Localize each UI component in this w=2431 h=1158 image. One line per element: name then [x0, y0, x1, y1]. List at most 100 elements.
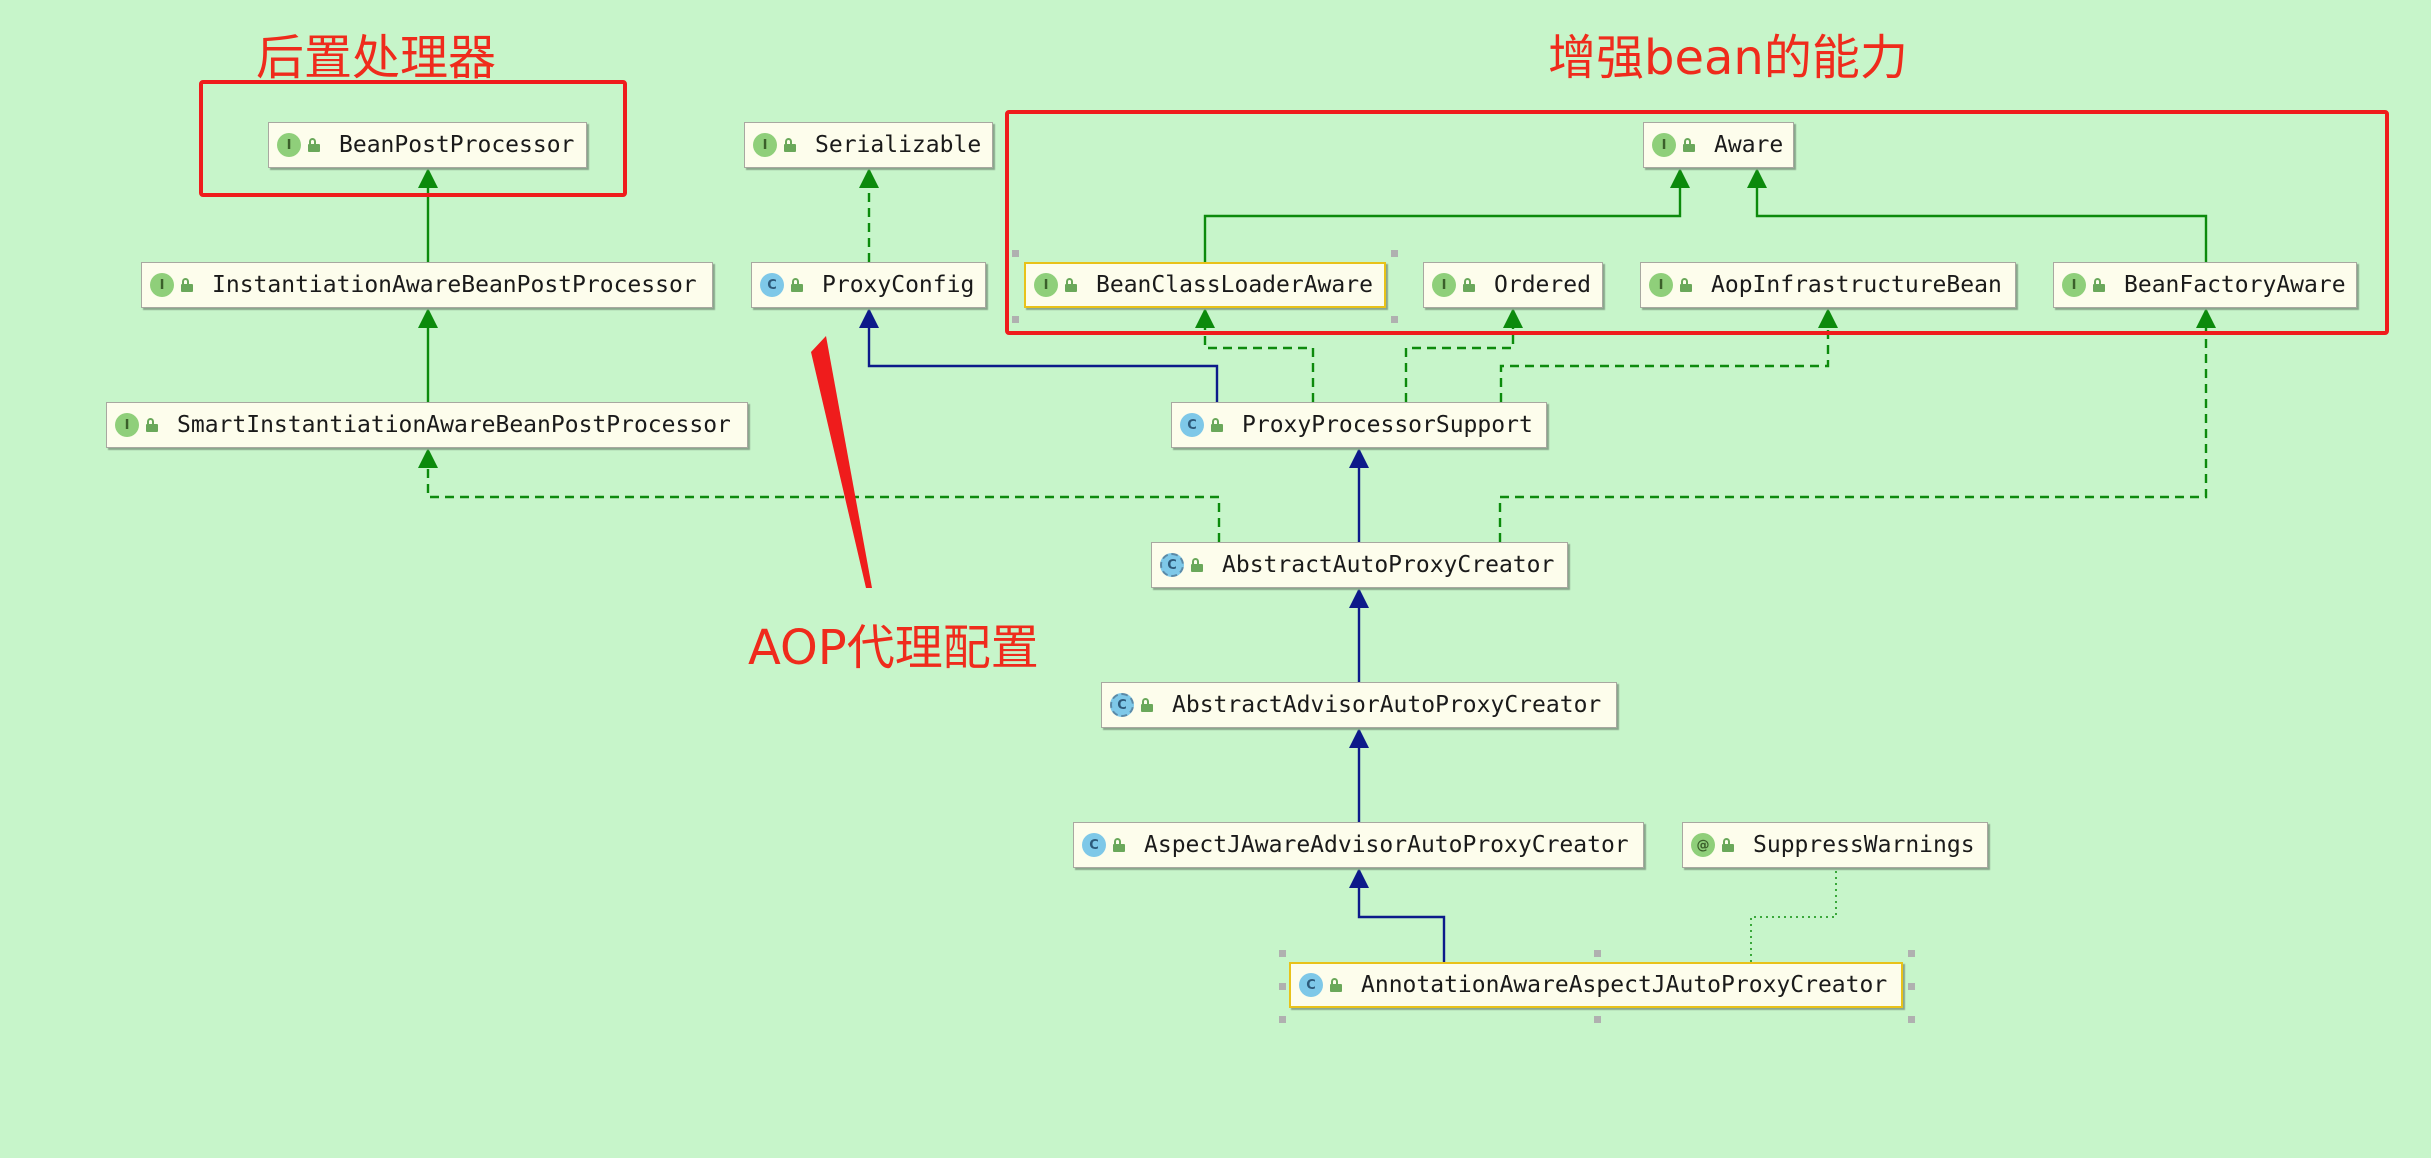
selection-handle[interactable]	[1908, 950, 1915, 957]
edge-annotated	[1750, 870, 1837, 962]
node-label: InstantiationAwareBeanPostProcessor	[212, 272, 697, 298]
selection-handle[interactable]	[1594, 1016, 1601, 1023]
interface-icon: I	[115, 413, 139, 437]
node-bean-post-processor[interactable]: I BeanPostProcessor	[268, 122, 587, 168]
node-label: Ordered	[1494, 272, 1591, 298]
edge-implements	[1203, 310, 1315, 402]
edge-arrowhead	[418, 448, 438, 468]
class-icon: C	[1299, 973, 1323, 997]
edge-arrowhead	[1349, 868, 1369, 888]
node-bean-class-loader-aware[interactable]: I BeanClassLoaderAware	[1024, 262, 1386, 308]
node-instantiation-aware-bean-post-processor[interactable]: I InstantiationAwareBeanPostProcessor	[141, 262, 713, 308]
selection-handle[interactable]	[1908, 1016, 1915, 1023]
selection-handle[interactable]	[1279, 950, 1286, 957]
selection-handle[interactable]	[1279, 983, 1286, 990]
node-smart-instantiation-aware-bean-post-processor[interactable]: I SmartInstantiationAwareBeanPostProcesso…	[106, 402, 748, 448]
node-annotation-aware-aspect-j-auto-proxy-creator[interactable]: C AnnotationAwareAspectJAutoProxyCreator	[1289, 962, 1903, 1008]
public-visibility-icon	[790, 278, 804, 292]
edge-extends-class	[867, 310, 1219, 402]
node-serializable[interactable]: I Serializable	[744, 122, 993, 168]
public-visibility-icon	[1679, 278, 1693, 292]
public-visibility-icon	[145, 418, 159, 432]
edge-arrowhead	[418, 308, 438, 328]
node-abstract-auto-proxy-creator[interactable]: C AbstractAutoProxyCreator	[1151, 542, 1568, 588]
enhance-bean-annotation: 增强bean的能力	[1548, 30, 1908, 86]
edge-arrowhead	[418, 168, 438, 188]
public-visibility-icon	[1721, 838, 1735, 852]
node-label: SmartInstantiationAwareBeanPostProcessor	[177, 412, 731, 438]
interface-icon: I	[753, 133, 777, 157]
edge-arrowhead	[859, 308, 879, 328]
public-visibility-icon	[783, 138, 797, 152]
node-label: ProxyProcessorSupport	[1242, 412, 1533, 438]
interface-icon: I	[150, 273, 174, 297]
public-visibility-icon	[1210, 418, 1224, 432]
interface-icon: I	[1432, 273, 1456, 297]
interface-icon: I	[277, 133, 301, 157]
selection-handle[interactable]	[1391, 250, 1398, 257]
selection-handle[interactable]	[1908, 983, 1915, 990]
node-label: SuppressWarnings	[1753, 832, 1975, 858]
interface-icon: I	[1649, 273, 1673, 297]
edge-extends-interface	[1203, 170, 1682, 262]
interface-icon: I	[1034, 273, 1058, 297]
edge-arrowhead	[1349, 588, 1369, 608]
node-label: AbstractAutoProxyCreator	[1222, 552, 1555, 578]
selection-handle[interactable]	[1391, 316, 1398, 323]
node-label: Aware	[1714, 132, 1784, 158]
public-visibility-icon	[1682, 138, 1696, 152]
node-ordered[interactable]: I Ordered	[1423, 262, 1603, 308]
node-label: BeanPostProcessor	[339, 132, 575, 158]
selection-handle[interactable]	[1279, 1016, 1286, 1023]
public-visibility-icon	[1140, 698, 1154, 712]
public-visibility-icon	[1190, 558, 1204, 572]
edge-extends-interface	[1755, 170, 2208, 262]
edge-implements	[426, 450, 1221, 542]
class-icon: C	[1180, 413, 1204, 437]
node-abstract-advisor-auto-proxy-creator[interactable]: C AbstractAdvisorAutoProxyCreator	[1101, 682, 1617, 728]
abstract-class-icon: C	[1110, 693, 1134, 717]
edge-arrowhead	[1503, 308, 1523, 328]
class-icon: C	[1082, 833, 1106, 857]
node-proxy-processor-support[interactable]: C ProxyProcessorSupport	[1171, 402, 1547, 448]
edge-arrowhead	[1349, 448, 1369, 468]
node-aspect-j-aware-advisor-auto-proxy-creator[interactable]: C AspectJAwareAdvisorAutoProxyCreator	[1073, 822, 1644, 868]
class-icon: C	[760, 273, 784, 297]
node-label: AspectJAwareAdvisorAutoProxyCreator	[1144, 832, 1629, 858]
interface-icon: I	[2062, 273, 2086, 297]
node-proxy-config[interactable]: C ProxyConfig	[751, 262, 986, 308]
abstract-class-icon: C	[1160, 553, 1184, 577]
node-bean-factory-aware[interactable]: I BeanFactoryAware	[2053, 262, 2357, 308]
post-processor-annotation: 后置处理器	[256, 30, 497, 86]
node-label: AbstractAdvisorAutoProxyCreator	[1172, 692, 1602, 718]
edge-implements	[1404, 310, 1515, 402]
public-visibility-icon	[1462, 278, 1476, 292]
aop-config-annotation: AOP代理配置	[748, 620, 1039, 676]
interface-icon: I	[1652, 133, 1676, 157]
public-visibility-icon	[180, 278, 194, 292]
annotation-icon: @	[1691, 833, 1715, 857]
node-label: AnnotationAwareAspectJAutoProxyCreator	[1361, 972, 1888, 998]
edge-arrowhead	[1747, 168, 1767, 188]
selection-handle[interactable]	[1012, 250, 1019, 257]
node-aware[interactable]: I Aware	[1643, 122, 1794, 168]
public-visibility-icon	[1329, 978, 1343, 992]
enhance-bean-highlight-box	[1005, 110, 2389, 335]
edge-arrowhead	[859, 168, 879, 188]
node-label: ProxyConfig	[822, 272, 975, 298]
node-aop-infrastructure-bean[interactable]: I AopInfrastructureBean	[1640, 262, 2016, 308]
selection-handle[interactable]	[1594, 950, 1601, 957]
node-suppress-warnings[interactable]: @ SuppressWarnings	[1682, 822, 1988, 868]
edge-implements	[1498, 310, 2208, 542]
node-label: Serializable	[815, 132, 982, 158]
edge-arrowhead	[1349, 728, 1369, 748]
node-label: BeanFactoryAware	[2124, 272, 2346, 298]
edge-extends-class	[1357, 870, 1446, 962]
public-visibility-icon	[1064, 278, 1078, 292]
selection-handle[interactable]	[1012, 316, 1019, 323]
public-visibility-icon	[307, 138, 321, 152]
post-processor-highlight-box	[199, 80, 627, 197]
node-label: BeanClassLoaderAware	[1096, 272, 1373, 298]
node-label: AopInfrastructureBean	[1711, 272, 2002, 298]
